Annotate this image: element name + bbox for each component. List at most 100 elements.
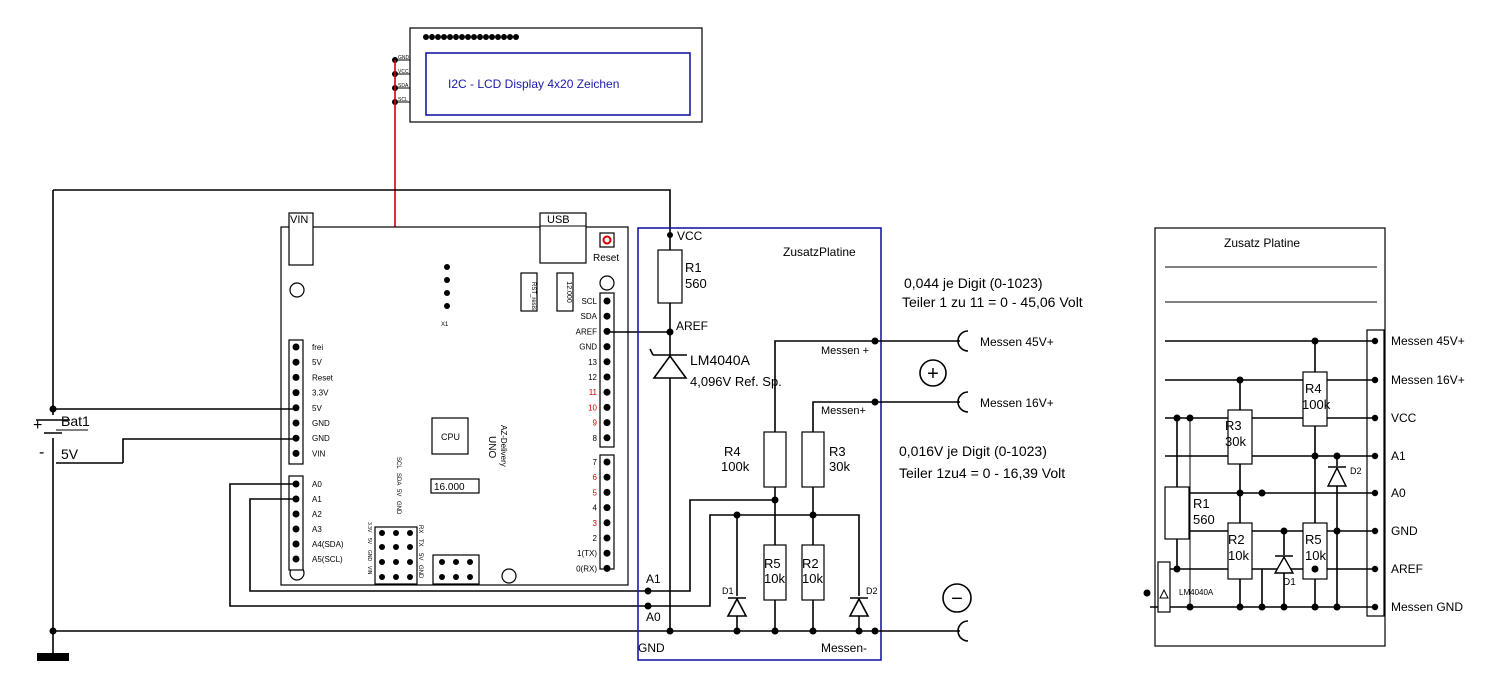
lcd-header-pin <box>447 34 453 40</box>
cpu-label: CPU <box>441 432 460 442</box>
i2c-label-gnd: GND <box>395 501 401 515</box>
b2-r3-name: R3 <box>1225 418 1242 433</box>
terminal-pin-label: VCC <box>1391 411 1417 425</box>
header-pin <box>603 473 611 481</box>
zusatz-platine-layout: Zusatz Platine Messen 45V+Messen 16V+VCC… <box>1143 227 1465 647</box>
serial-label-tx: TX <box>417 539 423 547</box>
zusatzplatine-title: ZusatzPlatine <box>783 245 856 259</box>
header-pin-label: SDA <box>581 312 598 321</box>
a0-label: A0 <box>646 610 661 624</box>
lcd-header-pin <box>507 34 513 40</box>
mounting-hole <box>599 275 615 291</box>
zusatz-platine-outline <box>1154 227 1386 647</box>
lcd-pin-label-gnd: GND <box>398 55 410 61</box>
lcd-header-pin <box>453 34 459 40</box>
r2-name: R2 <box>802 556 819 571</box>
i2c-label-5v: 5V <box>395 489 401 496</box>
header-pin-label: AREF <box>576 327 597 336</box>
zusatzplatine-outline <box>637 227 882 661</box>
header-pin <box>603 549 611 557</box>
diode-d2 <box>848 597 870 635</box>
zusatzplatine-schematic: ZusatzPlatine VCC R1 560 AREF LM4040A 4,… <box>637 227 882 661</box>
lcd-header-pin <box>489 34 495 40</box>
r1-resistor <box>657 249 683 304</box>
header-pin <box>603 564 611 572</box>
isp-label-3v3: 3.3V <box>366 522 372 533</box>
connector-45v <box>957 330 969 352</box>
a0-wire <box>229 483 648 607</box>
measure-connectors: Messen 45V+ Messen 16V+ + − <box>875 330 1054 642</box>
terminal-pin-label: AREF <box>1391 562 1423 576</box>
header-pin <box>603 343 611 351</box>
header-pin-label: 12 <box>588 373 597 382</box>
battery-plus: + <box>33 417 42 434</box>
d2-label: D2 <box>866 586 878 596</box>
b2-r4-name: R4 <box>1305 381 1322 396</box>
header-pin-label: 9 <box>593 419 598 428</box>
notes: 0,044 je Digit (0-1023) Teiler 1 zu 11 =… <box>899 275 1083 481</box>
header-pin-label: 5V <box>312 358 322 367</box>
terminal-pin-label: Messen 45V+ <box>1391 334 1465 348</box>
usb-label: USB <box>547 214 570 226</box>
header-pin <box>603 297 611 305</box>
lcd-header-pin <box>459 34 465 40</box>
terminal-pin-label: A1 <box>1391 449 1406 463</box>
header-pin <box>603 388 611 396</box>
lcd-header-pin <box>441 34 447 40</box>
header-pin-label: SCL <box>581 297 597 306</box>
cpu-chip <box>431 417 469 455</box>
header-pin-label: 4 <box>593 504 598 513</box>
battery-minus: - <box>39 444 44 461</box>
minus-symbol-glyph: − <box>951 588 963 610</box>
r1-name: R1 <box>685 260 702 275</box>
r2-value: 10k <box>802 571 823 586</box>
header-pin-label: 0(RX) <box>576 564 597 573</box>
lcd-header-pin <box>483 34 489 40</box>
header-pin <box>292 449 300 457</box>
b2-r4-resistor <box>1302 371 1328 427</box>
x1-label: X1 <box>441 322 449 328</box>
r3-resistor <box>801 431 825 488</box>
b2-diode-d1 <box>1258 531 1295 611</box>
messen-plus-2: Messen+ <box>821 405 866 417</box>
zener-lm4040a <box>649 348 688 631</box>
b2-r2-value: 10k <box>1228 548 1249 563</box>
header-pin <box>603 312 611 320</box>
header-pin-label: 7 <box>593 458 598 467</box>
isp-label-5v: 5V <box>366 538 372 545</box>
terminal-pin-label: Messen GND <box>1391 600 1463 614</box>
header-pin <box>292 419 300 427</box>
header-pin-label: A2 <box>312 510 322 519</box>
minus-symbol <box>942 583 972 613</box>
header-pin <box>603 519 611 527</box>
header-pin-label: 6 <box>593 473 598 482</box>
terminal-pin-label: GND <box>1391 524 1418 538</box>
b2-r1-name: R1 <box>1193 496 1210 511</box>
mounting-hole <box>289 282 305 298</box>
lcd-label: I2C - LCD Display 4x20 Zeichen <box>448 77 619 91</box>
crystal-16-label: 16.000 <box>434 482 465 493</box>
crystal-12 <box>556 272 574 312</box>
lcd-header-pin <box>423 34 429 40</box>
lcd-pin-label-sda: SDA <box>398 83 409 89</box>
a1-label: A1 <box>646 572 661 586</box>
r3-value: 30k <box>829 459 850 474</box>
battery-name: Bat1 <box>61 413 90 429</box>
messen16-wire <box>812 401 875 432</box>
gnd-pin-wire <box>122 438 296 463</box>
zener-desc: 4,096V Ref. Sp. <box>690 374 782 389</box>
isp-label-vin: VIN <box>366 566 372 575</box>
lcd-display: I2C - LCD Display 4x20 Zeichen GND VCC S… <box>392 27 703 123</box>
header-pin-label: 3 <box>593 519 598 528</box>
zusatz-platine-title: Zusatz Platine <box>1224 236 1300 250</box>
header-pin <box>603 534 611 542</box>
header-pin-label: A5(SCL) <box>312 555 343 564</box>
r5-value: 10k <box>764 571 785 586</box>
diode-d1 <box>726 597 748 635</box>
header-pin-label: 1(TX) <box>577 549 597 558</box>
lcd-pin-row <box>423 34 519 40</box>
b2-d2-label: D2 <box>1350 466 1362 476</box>
